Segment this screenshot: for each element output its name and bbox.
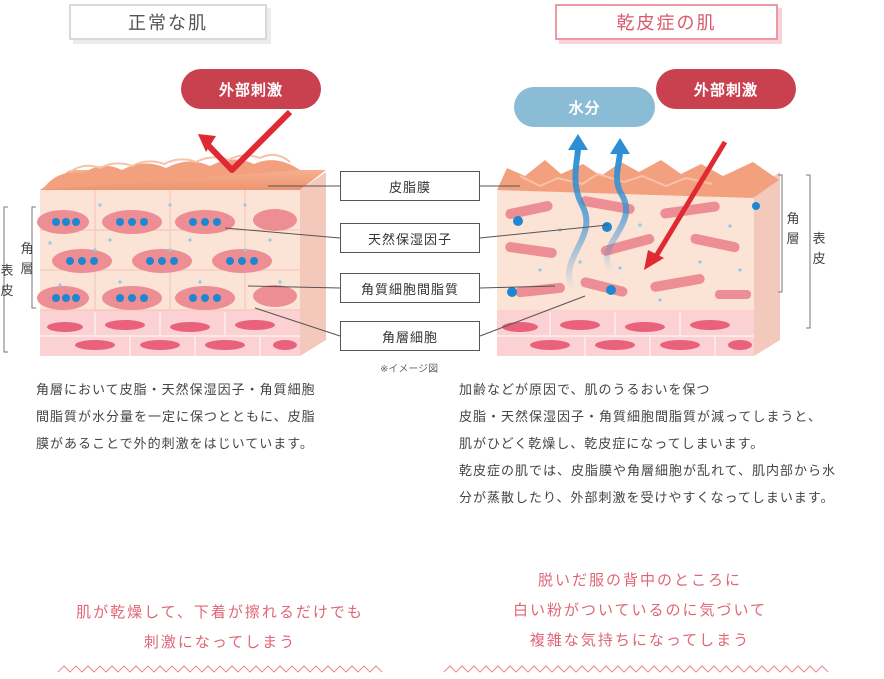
label-sebum-film: 皮脂膜 (340, 171, 480, 201)
label-corneocyte: 角層細胞 (340, 321, 480, 351)
external-stimulus-badge-left: 外部刺激 (181, 69, 321, 109)
image-note: ※イメージ図 (380, 364, 439, 375)
water-badge: 水分 (514, 87, 655, 127)
symptom-left: 肌が乾燥して、下着が擦れるだけでも 刺激になってしまう (40, 597, 400, 657)
description-line: 肌がひどく乾燥し、乾皮症になってしまいます。 (459, 437, 765, 452)
normal-skin-description: 角層において皮脂・天然保湿因子・角質細胞 間脂質が水分量を一定に保つとともに、皮… (36, 377, 316, 458)
dry-skin-description: 加齢などが原因で、肌のうるおいを保つ 皮脂・天然保湿因子・角質細胞間脂質が減って… (459, 377, 836, 512)
description-line: 乾皮症の肌では、皮脂膜や角層細胞が乱れて、肌内部から水 (459, 464, 836, 479)
external-stimulus-badge-right: 外部刺激 (656, 69, 796, 109)
description-line: 間脂質が水分量を一定に保つとともに、皮脂 (36, 410, 316, 425)
description-line: 皮脂・天然保湿因子・角質細胞間脂質が減ってしまうと、 (459, 410, 822, 425)
symptom-line: 刺激になってしまう (143, 633, 297, 651)
description-line: 膜があることで外的刺激をはじいています。 (36, 437, 314, 452)
symptom-line: 肌が乾燥して、下着が擦れるだけでも (76, 603, 364, 621)
side-label-hyohi-right: 表皮 (812, 232, 826, 267)
symptom-line: 脱いだ服の背中のところに (537, 571, 742, 589)
label-intercellular-lipid: 角質細胞間脂質 (340, 273, 480, 303)
label-natural-moisturizing-factor: 天然保湿因子 (340, 223, 480, 253)
normal-skin-block (37, 109, 326, 356)
dry-skin-title: 乾皮症の肌 (555, 4, 778, 40)
description-line: 角層において皮脂・天然保湿因子・角質細胞 (36, 383, 316, 398)
description-line: 加齢などが原因で、肌のうるおいを保つ (459, 383, 711, 398)
description-line: 分が蒸散したり、外部刺激を受けやすくなってしまいます。 (459, 491, 835, 506)
symptom-line: 複雑な気持ちになってしまう (529, 631, 751, 649)
dry-skin-block (497, 134, 780, 356)
side-label-hyohi-left: 表皮 (0, 264, 14, 299)
symptom-line: 白い粉がついているのに気づいて (512, 601, 768, 619)
side-label-kakuso-left: 角層 (20, 242, 34, 277)
normal-skin-title: 正常な肌 (69, 4, 267, 40)
symptom-right: 脱いだ服の背中のところに 白い粉がついているのに気づいて 複雑な気持ちになってし… (440, 565, 840, 655)
side-label-kakuso-right: 角層 (786, 212, 800, 247)
